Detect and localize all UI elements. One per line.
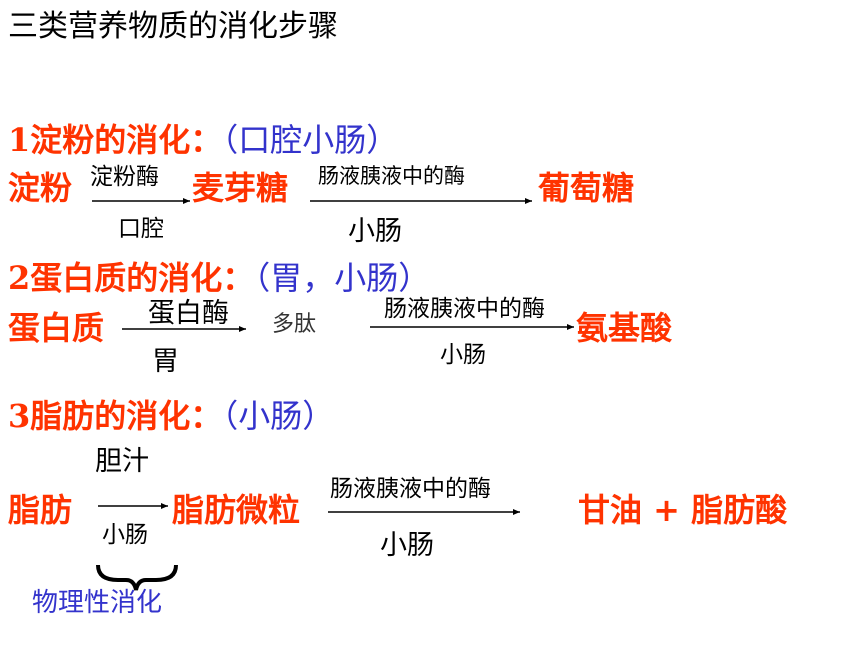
section-fat-heading: 3脂肪的消化：（小肠） (8, 400, 334, 432)
protein-product: 氨基酸 (576, 309, 673, 347)
starch-product2: 葡萄糖 (538, 169, 635, 207)
physical-digestion-note: 物理性消化 (32, 588, 163, 618)
brace-icon (96, 564, 178, 591)
section-location: （口腔小肠） (222, 121, 399, 159)
section-title: 蛋白质的消化： (30, 259, 255, 297)
fat-site1: 小肠 (102, 522, 148, 548)
section-protein-heading: 2蛋白质的消化：（胃，小肠） (8, 262, 430, 294)
fat-site2: 小肠 (380, 530, 434, 561)
section-number: 3 (8, 397, 31, 435)
starch-enzyme2: 肠液胰液中的酶 (318, 164, 465, 188)
fat-substrate: 脂肪 (8, 491, 73, 529)
section-number: 1 (8, 121, 31, 159)
fat-product1: 脂肪微粒 (172, 491, 301, 529)
protein-intermediate: 多肽 (272, 312, 317, 337)
section-starch-heading: 1淀粉的消化：（口腔小肠） (8, 124, 398, 156)
starch-substrate: 淀粉 (8, 169, 73, 207)
fat-agent1: 胆汁 (95, 446, 149, 477)
starch-enzyme1: 淀粉酶 (90, 164, 159, 190)
section-number: 2 (8, 259, 31, 297)
starch-site1: 口腔 (118, 216, 164, 242)
section-title: 脂肪的消化： (30, 397, 223, 435)
section-title: 淀粉的消化： (30, 121, 223, 159)
protein-site1: 胃 (152, 346, 179, 377)
protein-site2: 小肠 (440, 342, 486, 368)
starch-site2: 小肠 (348, 216, 402, 247)
fat-product2: 甘油 + 脂肪酸 (578, 491, 788, 529)
page-title: 三类营养物质的消化步骤 (8, 9, 338, 44)
section-location: （胃，小肠） (254, 259, 431, 297)
section-location: （小肠） (222, 397, 335, 435)
fat-enzyme2: 肠液胰液中的酶 (330, 476, 491, 502)
protein-substrate: 蛋白质 (8, 309, 105, 347)
protein-enzyme1: 蛋白酶 (148, 298, 229, 329)
starch-product1: 麦芽糖 (192, 169, 289, 207)
protein-enzyme2: 肠液胰液中的酶 (384, 296, 545, 322)
